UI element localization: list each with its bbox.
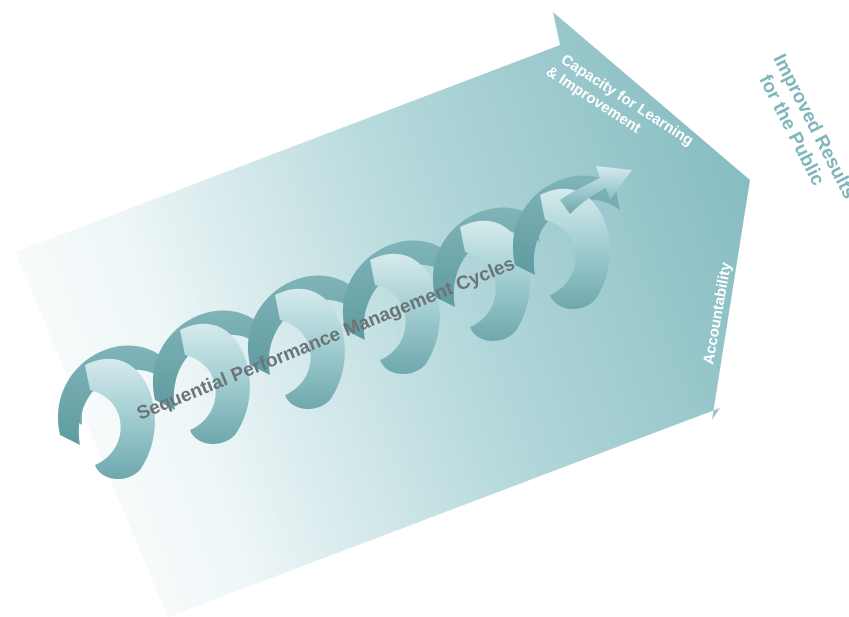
big-arrow (15, 12, 750, 617)
spiral-loop-front (460, 220, 530, 342)
spiral-loop-front (275, 288, 345, 410)
spiral-loop-front (370, 253, 440, 375)
outcome-label: Improved Results for the Public (754, 51, 849, 203)
spiral-loop-back (57, 345, 165, 445)
spiral-loop-back (432, 207, 540, 307)
spiral-loop-front (85, 358, 155, 480)
spiral-loop-back (342, 240, 450, 340)
spiral-loop-back (152, 310, 260, 410)
spiral-ribbon (57, 175, 620, 480)
spiral-arrowhead-icon (560, 166, 632, 214)
spiral-loop-front (180, 323, 250, 445)
spiral-loop-front (540, 188, 610, 310)
spiral-loop-back (512, 175, 620, 275)
spiral-loop-back (247, 275, 355, 375)
